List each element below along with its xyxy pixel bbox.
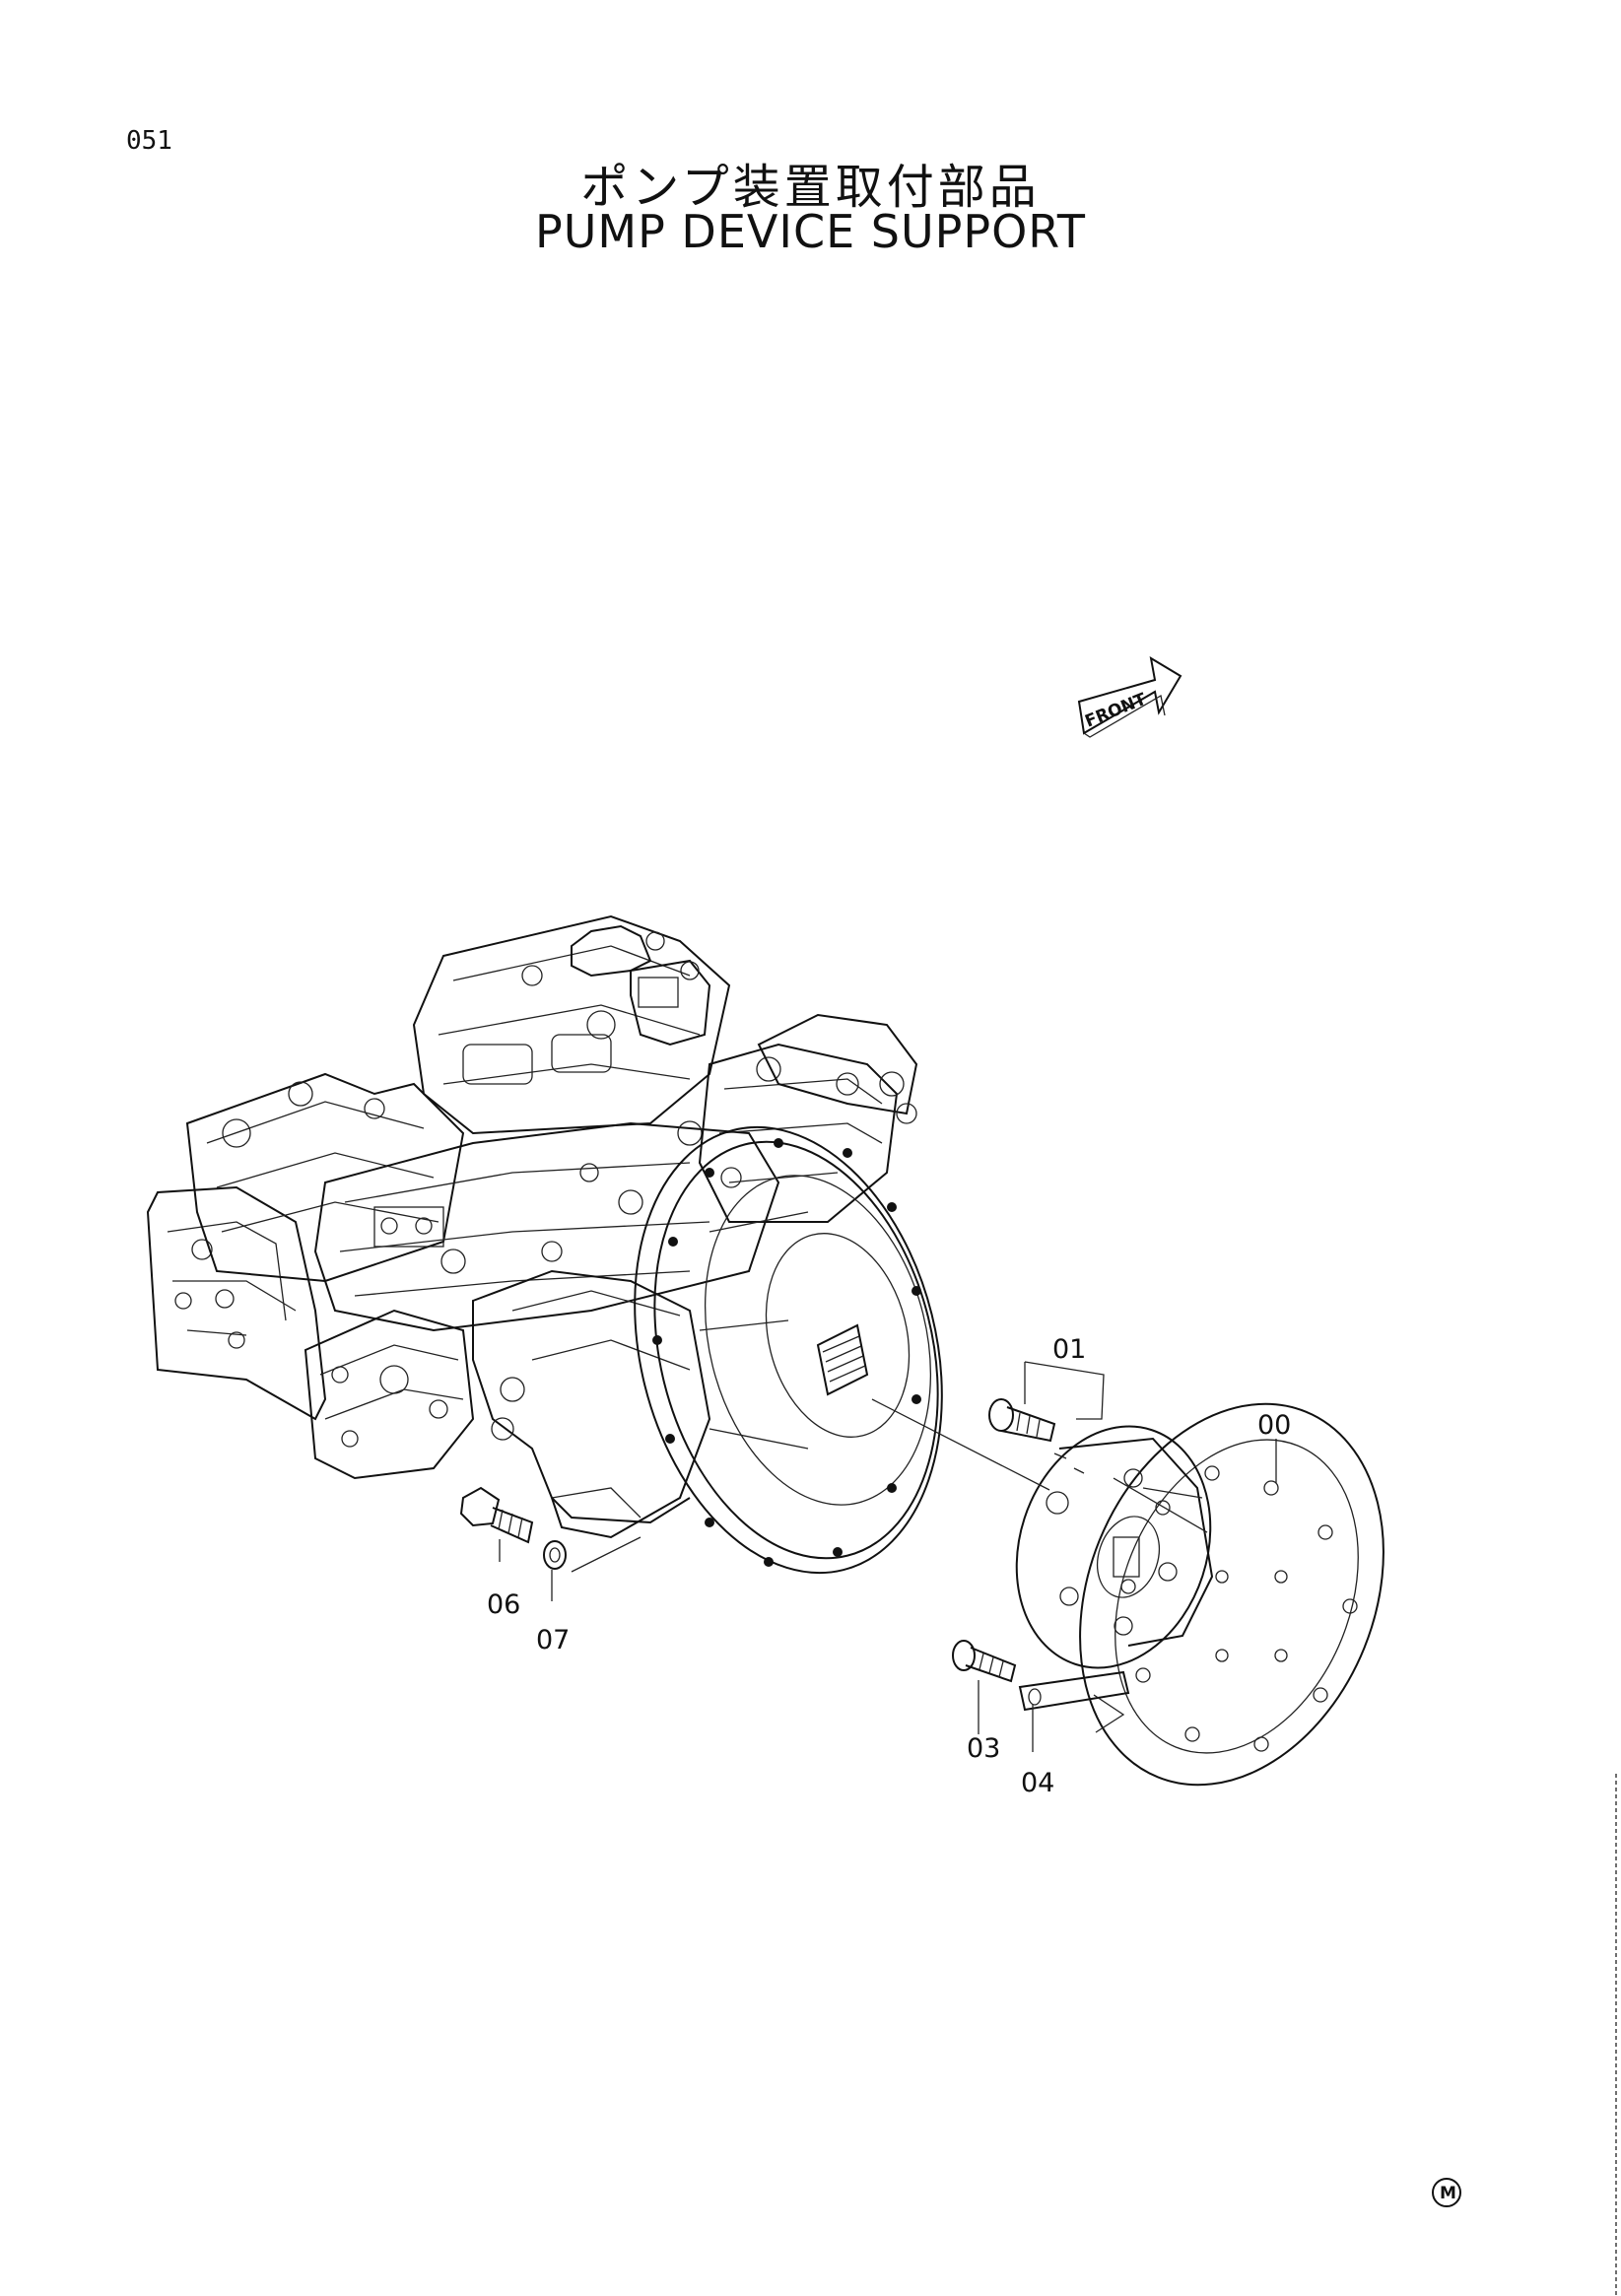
page-title-english: PUMP DEVICE SUPPORT <box>534 205 1087 258</box>
pump-assembly <box>146 914 943 1575</box>
part-01-coupling <box>1015 1425 1214 1669</box>
callout-06: 06 <box>487 1589 520 1620</box>
part-04-plate <box>1018 1670 1130 1712</box>
page-number: 051 <box>126 126 172 156</box>
part-00-cover-plate <box>1079 1402 1385 1787</box>
part-07-washer <box>543 1540 567 1570</box>
callout-04: 04 <box>1021 1768 1054 1798</box>
front-label: FRONT <box>1082 690 1149 732</box>
circled-m-icon: M <box>1432 2178 1461 2207</box>
page-title-japanese: ポンプ装置取付部品 <box>580 160 1041 215</box>
callout-00: 00 <box>1257 1410 1291 1441</box>
callout-03: 03 <box>967 1733 1000 1764</box>
corner-mark-label: M <box>1440 2184 1456 2203</box>
callout-01: 01 <box>1052 1334 1086 1365</box>
callout-07: 07 <box>536 1625 570 1655</box>
part-03-bolt <box>952 1640 1017 1683</box>
part-06-bolt <box>459 1486 534 1544</box>
front-arrow-icon: FRONT <box>1077 656 1182 738</box>
part-01-bolt <box>988 1398 1085 1474</box>
